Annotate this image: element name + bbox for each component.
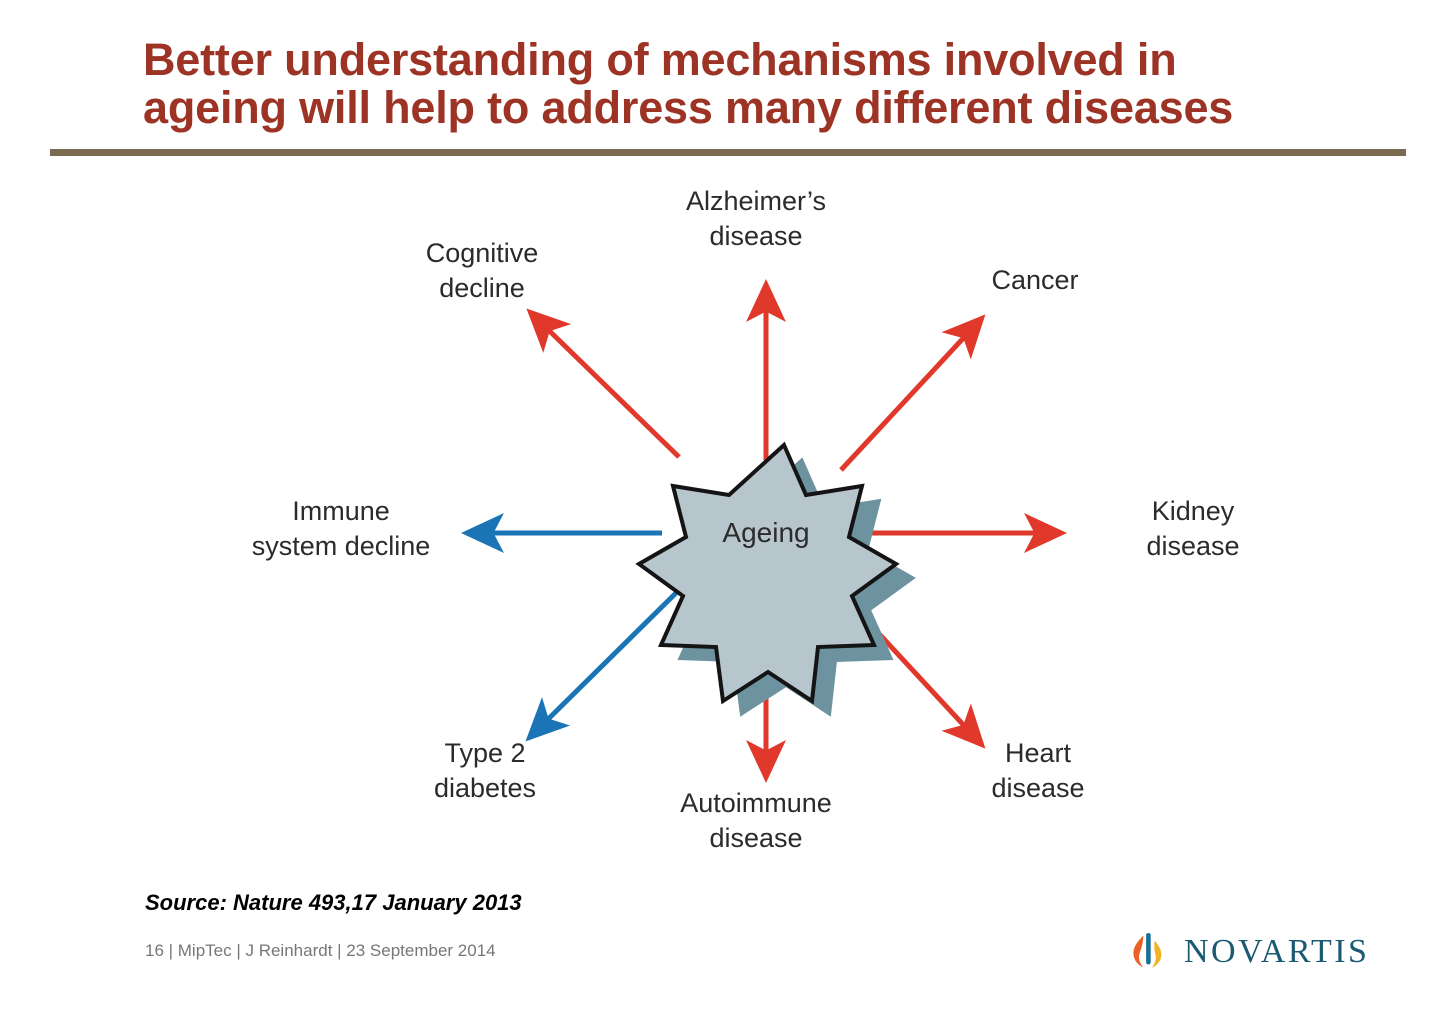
node-label-cognitive-decline: Cognitive decline xyxy=(425,238,539,303)
arrow-cancer xyxy=(839,314,986,472)
ageing-star xyxy=(635,441,916,717)
node-label-type-2-diabetes: Type 2 diabetes xyxy=(433,738,537,803)
novartis-flame-icon xyxy=(1133,933,1162,968)
novartis-wordmark: NOVARTIS xyxy=(1184,933,1370,970)
node-label-heart: Heart disease xyxy=(991,738,1085,803)
title-divider xyxy=(50,149,1406,156)
star-face xyxy=(635,441,900,705)
page-title: Better understanding of mechanisms invol… xyxy=(143,34,1234,134)
novartis-logo: NOVARTIS xyxy=(1128,928,1369,976)
slide-footer: 16 | MipTec | J Reinhardt | 23 September… xyxy=(145,941,496,960)
node-label-alzheimers: Alzheimer’s disease xyxy=(685,186,827,251)
source-citation: Source: Nature 493,17 January 2013 xyxy=(145,890,522,915)
node-label-immune-system-decline: Immune system decline xyxy=(251,496,431,561)
arrow-cognitive xyxy=(526,308,681,459)
node-label-kidney: Kidney disease xyxy=(1146,496,1240,561)
node-label-autoimmune: Autoimmune disease xyxy=(680,788,832,853)
node-label-cancer: Cancer xyxy=(991,265,1079,295)
star-center-label: Ageing xyxy=(722,517,810,548)
ageing-diagram xyxy=(0,160,1456,880)
arrow-diabetes xyxy=(525,590,679,742)
